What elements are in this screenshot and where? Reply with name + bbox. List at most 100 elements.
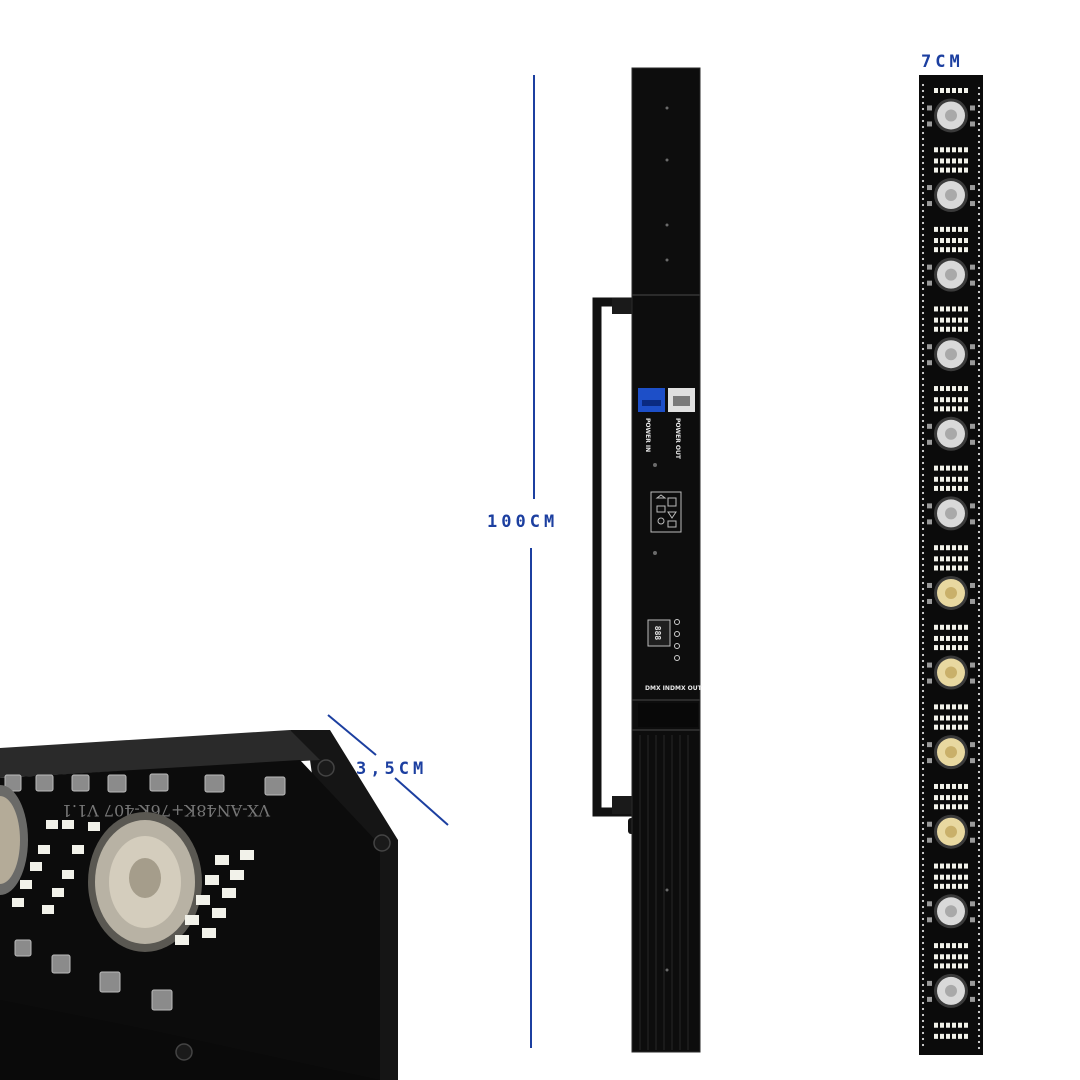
edge-dot <box>921 479 925 483</box>
edge-dot <box>977 878 981 882</box>
edge-dot <box>977 356 981 360</box>
edge-dot <box>977 272 981 276</box>
edge-dot <box>921 899 925 903</box>
front-rgb-led <box>970 758 975 764</box>
edge-dot <box>921 167 925 171</box>
edge-dot <box>921 1037 925 1041</box>
edge-dot <box>977 362 981 366</box>
edge-dot <box>977 146 981 150</box>
edge-dot <box>977 578 981 582</box>
edge-dot <box>977 152 981 156</box>
front-smd-led <box>934 326 938 332</box>
front-smd-led <box>964 645 968 651</box>
front-smd-led <box>952 704 956 710</box>
front-smd-led <box>946 645 950 651</box>
front-smd-led <box>958 317 962 323</box>
front-smd-led <box>934 645 938 651</box>
front-smd-led <box>964 1022 968 1028</box>
edge-dot <box>921 935 925 939</box>
edge-dot <box>977 236 981 240</box>
front-smd-led <box>958 704 962 710</box>
edge-dot <box>977 230 981 234</box>
edge-dot <box>977 602 981 606</box>
edge-dot <box>977 134 981 138</box>
edge-dot <box>921 701 925 705</box>
front-smd-led <box>952 147 956 153</box>
edge-dot <box>921 587 925 591</box>
edge-dot <box>977 506 981 510</box>
front-smd-led <box>946 635 950 641</box>
front-smd-led <box>958 883 962 889</box>
front-smd-led <box>940 306 944 312</box>
front-smd-led <box>940 565 944 571</box>
edge-dot <box>921 881 925 885</box>
front-smd-led <box>934 397 938 403</box>
front-smd-led <box>964 874 968 880</box>
front-smd-led <box>958 624 962 630</box>
edge-dot <box>921 119 925 123</box>
front-smd-led <box>964 326 968 332</box>
edge-dot <box>977 296 981 300</box>
front-smd-led <box>964 485 968 491</box>
edge-dot <box>977 908 981 912</box>
front-smd-led <box>934 954 938 960</box>
front-smd-led <box>940 326 944 332</box>
front-rgb-led <box>927 360 932 366</box>
front-rgb-led <box>970 980 975 986</box>
front-smd-led <box>946 624 950 630</box>
edge-dot <box>977 518 981 522</box>
edge-dot <box>977 836 981 840</box>
edge-dot <box>921 107 925 111</box>
edge-dot <box>977 854 981 858</box>
front-rgb-led <box>927 742 932 748</box>
edge-dot <box>921 515 925 519</box>
front-lens-core <box>945 189 957 202</box>
edge-dot <box>921 437 925 441</box>
edge-dot <box>977 476 981 480</box>
edge-dot <box>977 686 981 690</box>
edge-dot <box>921 809 925 813</box>
front-rgb-led <box>927 121 932 127</box>
edge-dot <box>921 575 925 579</box>
edge-dot <box>921 149 925 153</box>
edge-dot <box>977 698 981 702</box>
front-smd-led <box>946 158 950 164</box>
front-smd-led <box>940 88 944 93</box>
front-smd-led <box>934 226 938 232</box>
front-smd-led <box>958 795 962 801</box>
front-smd-led <box>940 158 944 164</box>
edge-dot <box>977 194 981 198</box>
front-smd-led <box>964 783 968 789</box>
front-smd-led <box>958 1033 962 1039</box>
front-rgb-led <box>927 185 932 191</box>
edge-dot <box>921 719 925 723</box>
front-smd-led <box>964 406 968 412</box>
edge-dot <box>977 632 981 636</box>
front-smd-led <box>946 963 950 969</box>
edge-dot <box>921 1007 925 1011</box>
edge-dot <box>921 911 925 915</box>
edge-dot <box>977 956 981 960</box>
front-smd-led <box>946 795 950 801</box>
edge-dot <box>977 662 981 666</box>
edge-dot <box>977 944 981 948</box>
front-lens-core <box>945 825 957 838</box>
edge-dot <box>921 359 925 363</box>
edge-dot <box>921 347 925 351</box>
edge-dot <box>977 164 981 168</box>
edge-dot <box>921 449 925 453</box>
front-smd-led <box>952 783 956 789</box>
edge-dot <box>977 980 981 984</box>
front-rgb-led <box>927 996 932 1002</box>
edge-dot <box>977 806 981 810</box>
front-rgb-led <box>927 201 932 207</box>
edge-dot <box>977 158 981 162</box>
front-smd-led <box>934 556 938 562</box>
front-rgb-led <box>970 821 975 827</box>
front-smd-led <box>934 158 938 164</box>
front-smd-led <box>940 167 944 173</box>
closeup-lens-main <box>88 812 202 952</box>
edge-dot <box>921 695 925 699</box>
front-rgb-led <box>970 662 975 668</box>
edge-dot <box>977 728 981 732</box>
